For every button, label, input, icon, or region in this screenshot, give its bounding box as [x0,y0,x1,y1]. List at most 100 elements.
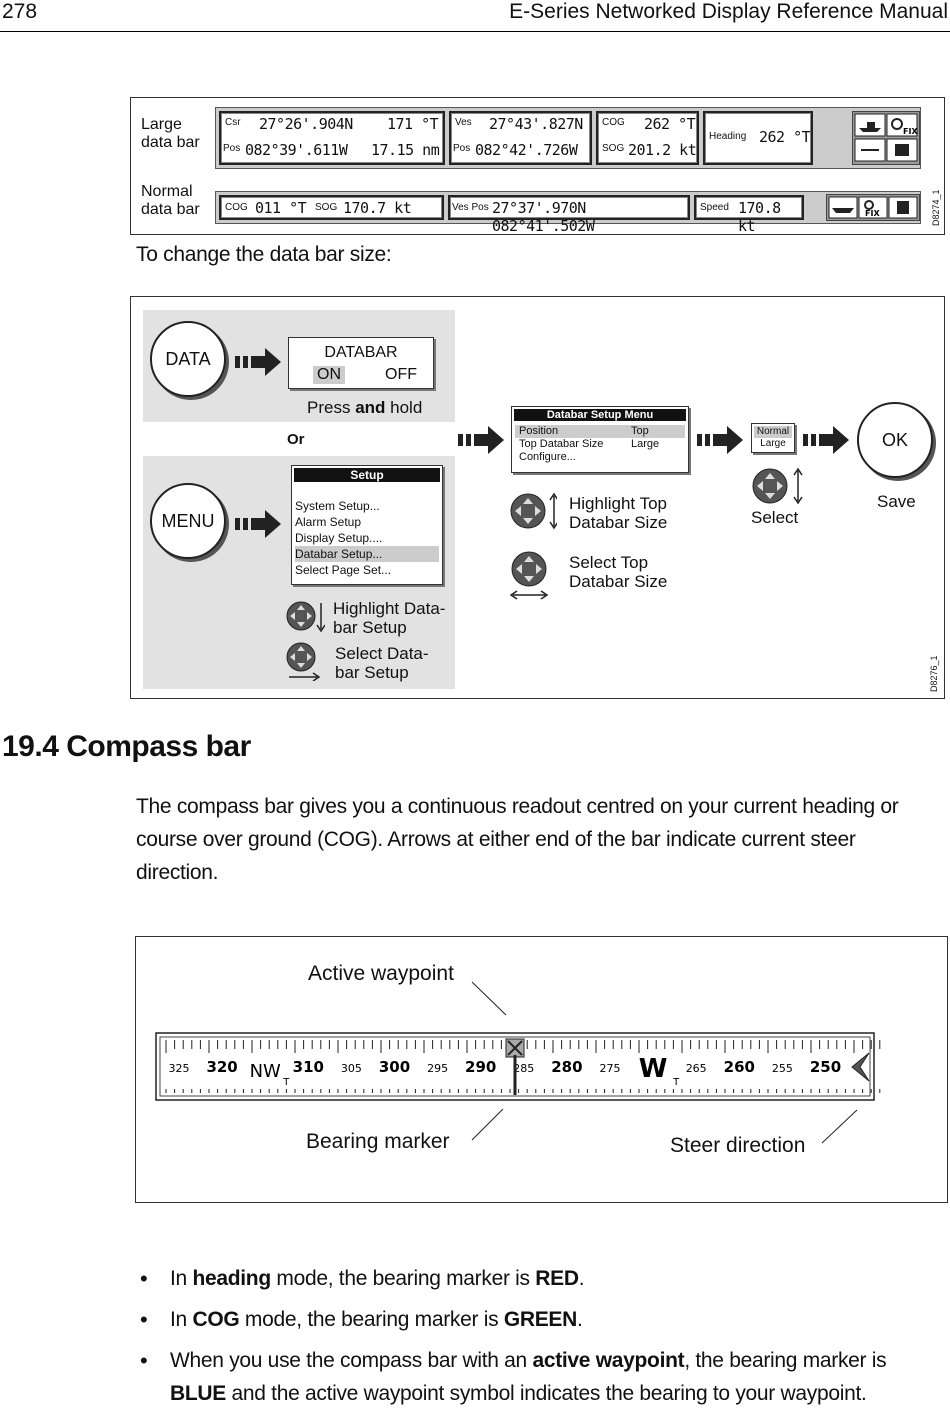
data-key: DATA [150,321,226,397]
text: . [577,1308,583,1331]
label-line: Databar Size [569,572,668,591]
section-heading: 19.4 Compass bar [2,730,251,763]
compass-bearing-label: 295 [427,1062,448,1075]
sog-label: SOG [602,143,625,154]
trackpad-up-down-icon [286,601,325,633]
status-icons: FIX [852,111,920,165]
compass-bearing-label: 280 [551,1058,582,1076]
csr-bearing: 171 °T [387,115,439,133]
normal-databar-label: Normal data bar [141,183,200,219]
cog-value: 011 °T [255,199,307,217]
fix-text: FIX [865,209,880,218]
sog-value: 170.7 kt [343,199,412,217]
steer-direction-leader [821,1109,858,1144]
speed-value: 170.8 kt [738,199,781,235]
figure-procedure: DATA DATABAR ON OFF Press and hold Or ME… [130,296,945,699]
header-rule [0,31,950,32]
label-line: data bar [141,201,200,218]
text: RED [535,1267,579,1290]
label-part: Press [307,398,356,417]
menu-row-value: Large [631,438,660,450]
ok-key: OK [857,402,933,478]
compass-bearing-label: 305 [341,1062,362,1075]
size-option-large: Large [760,438,786,449]
compass-bearing-label: 260 [724,1058,755,1076]
text: and the active waypoint symbol indicates… [225,1382,867,1405]
compass-bearing-label: 265 [686,1062,707,1075]
compass-bearing-label: 310 [293,1058,324,1076]
compass-bearing-label: 275 [600,1062,621,1075]
label-part: hold [385,398,423,417]
label-line: bar Setup [335,663,409,682]
vpos-value: 082°42'.726W [475,141,578,159]
label-part: and [355,398,386,417]
cog-sog-cell: COG 011 °T SOG 170.7 kt [219,195,444,220]
heading-label: Heading [709,131,747,142]
text: . [578,1267,585,1290]
menu-row-label: Configure... [519,451,576,463]
or-label: Or [287,431,305,448]
csr-label: Csr [225,117,241,128]
select-setup-label: Select Data- bar Setup [335,644,429,682]
compass-bearing-label: 255 [772,1062,793,1075]
cog-label: COG [225,202,248,213]
compass-cardinal-label: NW [250,1061,281,1082]
compass-bearing-label: 300 [379,1058,410,1076]
figure-code: D8276_1 [929,655,939,692]
label-line: Select Data- [335,644,429,663]
waypoint-cross [507,1040,523,1056]
trackpad-right-icon [286,642,321,681]
large-databar-label: Large data bar [141,116,200,152]
cursor-cell: Csr 27°26'.904N 171 °T Pos 082°39'.611W … [219,111,445,165]
databar-setup-menu-title: Databar Setup Menu [514,409,686,421]
text: BLUE [170,1382,226,1405]
active-waypoint-callout: Active waypoint [308,962,454,985]
arrow-right-icon [803,426,849,454]
large-databar: Csr 27°26'.904N 171 °T Pos 082°39'.611W … [215,107,921,169]
compass-bearing-label: 290 [465,1058,496,1076]
active-waypoint-leader [471,981,507,1016]
databar-setup-menu: Databar Setup Menu Position Top Top Data… [511,406,689,473]
setup-item: Display Setup.... [295,531,383,545]
label-line: Large [141,116,182,133]
vessel-cell: Ves 27°43'.827N Pos 082°42'.726W [449,111,592,165]
menu-row-label: Top Databar Size [519,438,604,450]
pos-distance: 17.15 nm [371,141,440,159]
setup-item: Select Page Set... [295,563,392,577]
size-options-popup: Normal Large [751,423,795,453]
arrow-right-icon [697,426,743,454]
menu-row-value: Top [631,425,649,437]
cog-value: 262 °T [644,115,696,133]
bearing-marker-leader [471,1108,504,1141]
true-suffix-label: T [672,1077,680,1088]
setup-item-highlighted: Databar Setup... [295,546,439,562]
menu-row-highlighted: Position Top [515,425,685,438]
setup-menu-list: System Setup... Alarm Setup Display Setu… [292,484,442,578]
databar-popup: DATABAR ON OFF [288,337,434,389]
select-size-label: Select Top Databar Size [569,553,667,591]
setup-item: System Setup... [295,499,380,513]
list-item: In COG mode, the bearing marker is GREEN… [136,1303,946,1336]
label-line: Normal [141,183,193,200]
text: mode, the bearing marker is [270,1267,536,1290]
figure-caption: To change the data bar size: [136,243,392,266]
figure-databar: Large data bar Normal data bar Csr 27°26… [130,97,945,235]
label-line: Select Top [569,553,649,572]
databar-on-option: ON [313,366,345,384]
setup-item: Alarm Setup [295,515,362,529]
label-line: data bar [141,134,200,151]
text: mode, the bearing marker is [239,1308,504,1331]
sog-label: SOG [315,202,338,213]
arrow-right-icon [235,348,281,376]
vespos-label: Ves Pos [452,202,489,213]
text: heading [192,1267,271,1290]
save-label: Save [877,492,916,511]
highlight-setup-label: Highlight Data- bar Setup [333,599,445,637]
bearing-marker-list: In heading mode, the bearing marker is R… [136,1262,946,1411]
setup-menu-title: Setup [294,468,440,482]
databar-popup-title: DATABAR [324,344,398,361]
compass-bearing-label: 285 [513,1062,534,1075]
vessel-position-cell: Ves Pos 27°37'.970N 082°41'.502W [448,195,690,235]
compass-bearing-label: 325 [169,1062,190,1075]
